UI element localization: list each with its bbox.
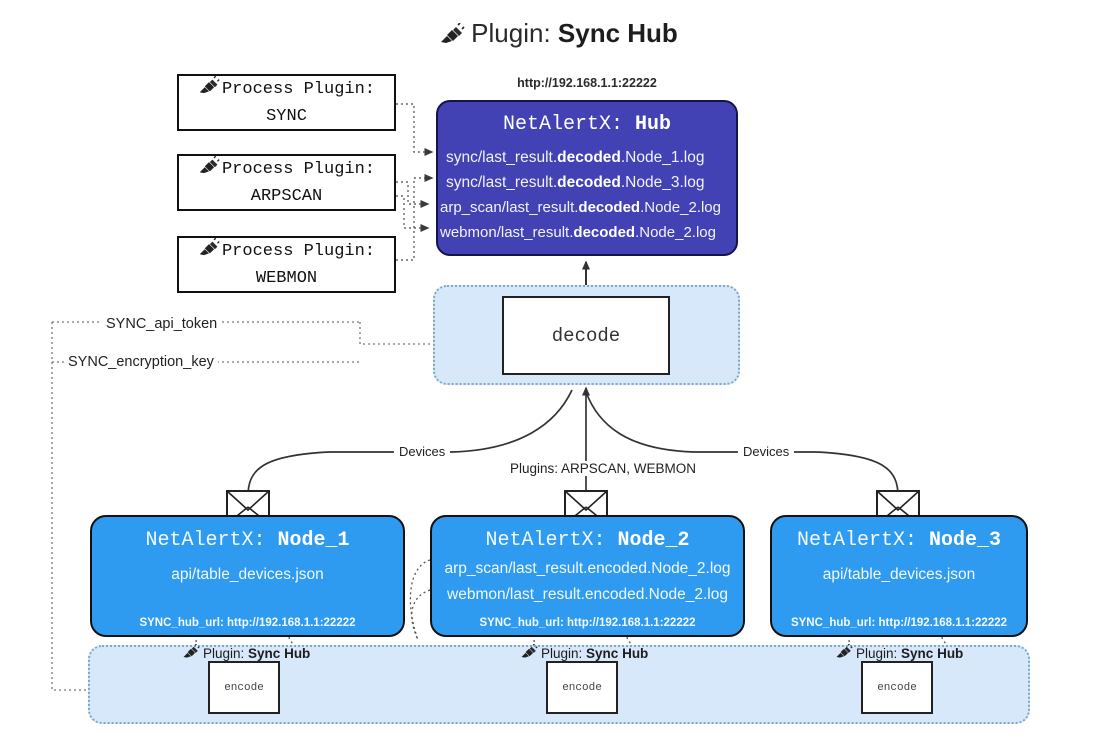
encode-plugin-prefix: Plugin:	[541, 645, 583, 661]
log-post: .Node_1.log	[620, 149, 705, 166]
encode-plugin-prefix: Plugin:	[203, 645, 245, 661]
plug-icon	[835, 643, 853, 662]
process-plugin-line2: WEBMON	[255, 268, 318, 288]
encode-plugin-name: Sync Hub	[901, 645, 964, 661]
log-pre: sync/last_result.	[446, 149, 558, 166]
log-post: .Node_2.log	[635, 224, 716, 241]
process-plugin-line1: Process Plugin:	[221, 79, 376, 99]
sync-api-token-label: SYNC_api_token	[102, 316, 222, 332]
encode-box-2[interactable]: encode	[546, 661, 618, 714]
edge-label-plugins: Plugins: ARPSCAN, WEBMON	[505, 461, 702, 476]
process-plugin-box-arpscan[interactable]: Process Plugin: ARPSCAN	[177, 154, 396, 211]
hub-title-prefix: NetAlertX:	[502, 113, 623, 136]
log-post: .Node_3.log	[620, 174, 705, 191]
plug-icon	[182, 643, 200, 662]
process-plugin-line2: ARPSCAN	[250, 186, 323, 206]
encode-plugin-name: Sync Hub	[586, 645, 649, 661]
node-title-prefix: NetAlertX:	[485, 529, 606, 552]
node-line: webmon/last_result.encoded.Node_2.log	[447, 586, 728, 603]
hub-title: NetAlertX: Hub	[438, 113, 736, 136]
log-post: .Node_2.log	[640, 199, 721, 216]
node-line: api/table_devices.json	[171, 566, 324, 583]
node-line-list: api/table_devices.json	[772, 562, 1026, 588]
node-title: NetAlertX: Node_2	[432, 529, 743, 552]
log-pre: sync/last_result.	[446, 174, 558, 191]
edge-label-devices-left: Devices	[394, 444, 451, 459]
edge-label-devices-right: Devices	[738, 444, 795, 459]
node-hub-url-label: SYNC_hub_url:	[790, 617, 876, 629]
node-title-name: Node_3	[929, 529, 1002, 552]
node-box-node-3[interactable]: NetAlertX: Node_3 api/table_devices.json…	[770, 515, 1028, 637]
hub-box[interactable]: NetAlertX: Hub sync/last_result.decoded.…	[436, 100, 738, 256]
decode-box[interactable]: decode	[502, 296, 670, 375]
hub-log-line: sync/last_result.decoded.Node_1.log	[438, 145, 736, 170]
node-line: arp_scan/last_result.encoded.Node_2.log	[444, 560, 731, 577]
plug-icon	[439, 21, 465, 52]
page-title: Plugin: Sync Hub	[0, 18, 1117, 52]
log-em: decoded	[557, 174, 621, 191]
process-plugin-box-sync[interactable]: Process Plugin: SYNC	[177, 74, 396, 131]
node-hub-url: SYNC_hub_url: http://192.168.1.1:22222	[772, 617, 1026, 629]
encode-plugin-prefix: Plugin:	[856, 645, 898, 661]
hub-log-list: sync/last_result.decoded.Node_1.log sync…	[438, 145, 736, 245]
title-prefix: Plugin:	[471, 18, 551, 48]
sync-encryption-key-label: SYNC_encryption_key	[64, 354, 218, 370]
encode-box-1[interactable]: encode	[208, 661, 280, 714]
node-box-node-1[interactable]: NetAlertX: Node_1 api/table_devices.json…	[90, 515, 405, 637]
hub-log-line: webmon/last_result.decoded.Node_2.log	[438, 220, 736, 245]
node-box-node-2[interactable]: NetAlertX: Node_2 arp_scan/last_result.e…	[430, 515, 745, 637]
log-pre: webmon/last_result.	[440, 224, 574, 241]
process-plugin-line2: SYNC	[266, 106, 307, 126]
log-em: decoded	[557, 149, 621, 166]
hub-log-line: arp_scan/last_result.decoded.Node_2.log	[438, 195, 736, 220]
hub-log-line: sync/last_result.decoded.Node_3.log	[438, 170, 736, 195]
encode-plugin-label-3: Plugin: Sync Hub	[835, 643, 964, 662]
node-hub-url-label: SYNC_hub_url:	[139, 617, 224, 629]
plug-icon	[198, 155, 220, 185]
log-em: decoded	[578, 199, 641, 216]
node-title-prefix: NetAlertX:	[796, 529, 917, 552]
encode-plugin-name: Sync Hub	[248, 645, 311, 661]
node-title: NetAlertX: Node_3	[772, 529, 1026, 552]
title-name: Sync Hub	[557, 18, 678, 48]
plug-icon	[198, 75, 220, 105]
node-title-name: Node_1	[277, 529, 350, 552]
node-title-name: Node_2	[617, 529, 690, 552]
node-hub-url-value: http://192.168.1.1:22222	[227, 617, 356, 629]
node-hub-url: SYNC_hub_url: http://192.168.1.1:22222	[432, 617, 743, 629]
hub-title-name: Hub	[635, 113, 672, 136]
log-pre: arp_scan/last_result.	[440, 199, 579, 216]
process-plugin-line1: Process Plugin:	[221, 159, 376, 179]
node-hub-url-value: http://192.168.1.1:22222	[878, 617, 1008, 629]
log-em: decoded	[573, 224, 636, 241]
node-line: api/table_devices.json	[822, 566, 976, 583]
plug-icon	[520, 643, 538, 662]
process-plugin-box-webmon[interactable]: Process Plugin: WEBMON	[177, 236, 396, 293]
node-line-list: arp_scan/last_result.encoded.Node_2.log …	[432, 556, 743, 608]
encode-plugin-label-2: Plugin: Sync Hub	[520, 643, 649, 662]
process-plugin-line1: Process Plugin:	[221, 241, 376, 261]
node-line-list: api/table_devices.json	[92, 562, 403, 588]
node-hub-url-value: http://192.168.1.1:22222	[567, 617, 696, 629]
plug-icon	[198, 237, 220, 267]
encode-box-3[interactable]: encode	[861, 661, 933, 714]
node-hub-url: SYNC_hub_url: http://192.168.1.1:22222	[92, 617, 403, 629]
node-title-prefix: NetAlertX:	[145, 529, 266, 552]
node-hub-url-label: SYNC_hub_url:	[479, 617, 564, 629]
encode-plugin-label-1: Plugin: Sync Hub	[182, 643, 311, 662]
node-title: NetAlertX: Node_1	[92, 529, 403, 552]
hub-url-label: http://192.168.1.1:22222	[517, 76, 657, 90]
